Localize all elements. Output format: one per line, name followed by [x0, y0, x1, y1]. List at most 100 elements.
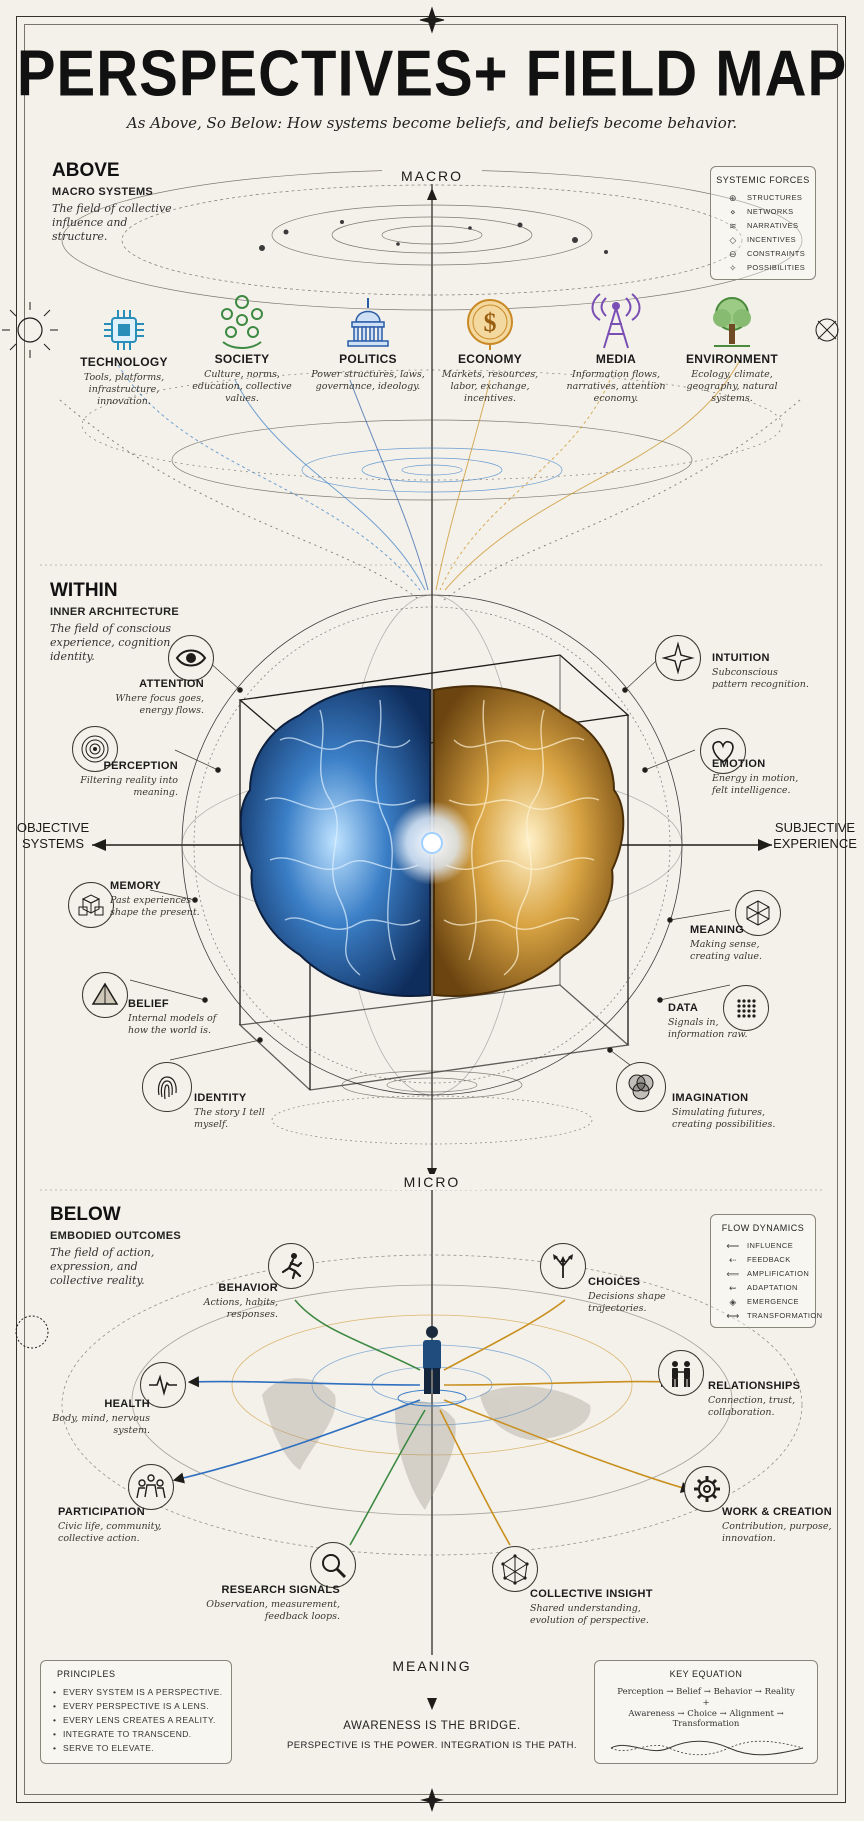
within-heading: WITHIN — [50, 580, 118, 601]
below-heading: BELOW — [50, 1204, 121, 1225]
principle-item: EVERY SYSTEM IS A PERSPECTIVE. — [41, 1685, 231, 1699]
dollar-coin-icon: $ — [467, 299, 513, 350]
axis-label-micro: MICRO — [382, 1174, 482, 1190]
legend-item-incentives: ◇INCENTIVES — [729, 235, 797, 245]
capitol-icon — [347, 298, 389, 347]
compass-top-icon — [419, 6, 445, 34]
within-node-memory: MEMORY Past experiences shape the presen… — [110, 880, 200, 918]
macro-node-society: SOCIETY Culture, norms, education, colle… — [182, 290, 302, 405]
page-subtitle: As Above, So Below: How systems become b… — [126, 114, 738, 132]
tree-icon — [713, 297, 751, 347]
below-node-health: HEALTH Body, mind, nervous system. — [52, 1398, 150, 1436]
heartbeat-icon — [140, 1362, 186, 1408]
page-title: PERSPECTIVES+ FIELD MAP — [16, 37, 848, 110]
key-equation-line-2: Awareness → Choice → Alignment → Transfo… — [628, 1709, 784, 1729]
key-equation-plus: + — [702, 1698, 710, 1708]
flow-dynamics-legend: FLOW DYNAMICS ⟵INFLUENCE ⇠FEEDBACK ⟸AMPL… — [710, 1214, 823, 1328]
geometry-icon — [735, 890, 781, 936]
cubes-icon — [68, 882, 114, 928]
triangle-icon — [82, 972, 128, 1018]
within-node-belief: BELIEF Internal models of how the world … — [128, 998, 217, 1036]
within-node-identity: IDENTITY The story I tell myself. — [194, 1092, 265, 1130]
flow-dynamics-title: FLOW DYNAMICS — [721, 1223, 805, 1233]
within-subheading: INNER ARCHITECTURE — [50, 606, 180, 618]
legend-item-networks: ⋄NETWORKS — [729, 207, 794, 217]
broadcast-tower-icon — [591, 293, 641, 349]
within-node-perception: PERCEPTION Filtering reality into meanin… — [80, 760, 178, 798]
runner-icon — [268, 1243, 314, 1289]
macro-node-politics: POLITICS Power structures, laws, governa… — [308, 294, 428, 393]
legend-item-adaptation: ⇜ADAPTATION — [729, 1283, 798, 1293]
below-node-work-creation: WORK & CREATION Contribution, purpose, i… — [722, 1506, 833, 1544]
footer-motto-1: AWARENESS IS THE BRIDGE. — [343, 1720, 521, 1732]
heart-icon — [700, 728, 746, 774]
group-icon — [128, 1464, 174, 1510]
above-description: The field of collective influence and st… — [52, 202, 172, 243]
key-equation-title: KEY EQUATION — [669, 1669, 743, 1679]
legend-item-transformation: ⟷TRANSFORMATION — [726, 1311, 823, 1321]
wave-diagram-icon — [610, 1740, 804, 1756]
legend-item-influence: ⟵INFLUENCE — [726, 1241, 794, 1251]
principle-item: EVERY PERSPECTIVE IS A LENS. — [41, 1699, 231, 1713]
above-subheading: MACRO SYSTEMS — [52, 186, 154, 198]
within-description: The field of conscious experience, cogni… — [50, 622, 199, 663]
below-node-relationships: RELATIONSHIPS Connection, trust, collabo… — [708, 1380, 801, 1418]
key-equation-line-1: Perception → Belief → Behavior → Reality — [617, 1687, 795, 1697]
axis-label-meaning: MEANING — [382, 1658, 482, 1674]
below-node-choices: CHOICES Decisions shape trajectories. — [588, 1276, 666, 1314]
world-map-dots — [262, 1378, 591, 1510]
below-node-research-signals: RESEARCH SIGNALS Observation, measuremen… — [206, 1584, 340, 1622]
macro-node-technology: TECHNOLOGY Tools, platforms, infrastruct… — [64, 305, 184, 408]
axis-label-macro: MACRO — [382, 168, 482, 184]
within-node-emotion: EMOTION Energy in motion, felt intellige… — [712, 758, 799, 796]
legend-item-amplification: ⟸AMPLIFICATION — [726, 1269, 810, 1279]
principle-item: EVERY LENS CREATES A REALITY. — [41, 1713, 231, 1727]
two-people-icon — [658, 1350, 704, 1396]
legend-item-constraints: ⊖CONSTRAINTS — [729, 249, 806, 259]
within-node-meaning: MEANING Making sense, creating value. — [690, 924, 763, 962]
below-node-behavior: BEHAVIOR Actions, habits, responses. — [203, 1282, 278, 1320]
footer-motto-2: PERSPECTIVE IS THE POWER. INTEGRATION IS… — [287, 1740, 577, 1751]
moon-icon — [15, 1315, 49, 1349]
compass-bottom-icon — [420, 1788, 444, 1812]
below-subheading: EMBODIED OUTCOMES — [50, 1230, 181, 1242]
star-icon — [655, 635, 701, 681]
key-equation-box: KEY EQUATION Perception → Belief → Behav… — [594, 1660, 818, 1764]
systemic-forces-title: SYSTEMIC FORCES — [716, 175, 810, 185]
compass-right-icon — [815, 318, 839, 342]
within-node-attention: ATTENTION Where focus goes, energy flows… — [115, 678, 204, 716]
legend-item-narratives: ≋NARRATIVES — [729, 221, 799, 231]
systemic-forces-legend: SYSTEMIC FORCES ⊕STRUCTURES ⋄NETWORKS ≋N… — [710, 166, 816, 280]
principles-title: PRINCIPLES — [57, 1669, 116, 1679]
above-heading: ABOVE — [52, 160, 120, 181]
dot-grid-icon — [723, 985, 769, 1031]
macro-node-environment: ENVIRONMENT Ecology, climate, geography,… — [672, 294, 792, 405]
principle-item: INTEGRATE TO TRANSCEND. — [41, 1727, 231, 1741]
sun-icon — [2, 302, 58, 358]
gear-icon — [684, 1466, 730, 1512]
network-sphere-icon — [492, 1546, 538, 1592]
eye-icon — [168, 635, 214, 681]
within-node-imagination: IMAGINATION Simulating futures, creating… — [672, 1092, 776, 1130]
chip-icon — [104, 310, 144, 350]
principle-item: SERVE TO ELEVATE. — [41, 1741, 231, 1755]
below-description: The field of action, expression, and col… — [50, 1246, 155, 1287]
macro-node-economy: $ ECONOMY Markets, resources, labor, exc… — [430, 296, 550, 405]
below-node-collective-insight: COLLECTIVE INSIGHT Shared understanding,… — [530, 1588, 653, 1626]
brain-illustration — [239, 685, 625, 997]
macro-node-media: MEDIA Information flows, narratives, att… — [556, 292, 676, 405]
axis-label-subjective-experience: SUBJECTIVE EXPERIENCE — [773, 820, 857, 851]
magnifier-icon — [310, 1542, 356, 1588]
below-node-participation: PARTICIPATION Civic life, community, col… — [58, 1506, 162, 1544]
concentric-circles-icon — [72, 726, 118, 772]
legend-item-possibilities: ✧POSSIBILITIES — [729, 263, 806, 273]
within-node-data: DATA Signals in, information raw. — [668, 1002, 748, 1040]
principles-box: PRINCIPLES EVERY SYSTEM IS A PERSPECTIVE… — [40, 1660, 232, 1764]
axis-label-objective-systems: OBJECTIVE SYSTEMS — [16, 820, 90, 851]
person-figure — [397, 1326, 467, 1407]
svg-text:$: $ — [484, 308, 497, 337]
legend-item-structures: ⊕STRUCTURES — [729, 193, 803, 203]
venn-icon — [616, 1062, 666, 1112]
legend-item-feedback: ⇠FEEDBACK — [729, 1255, 791, 1265]
